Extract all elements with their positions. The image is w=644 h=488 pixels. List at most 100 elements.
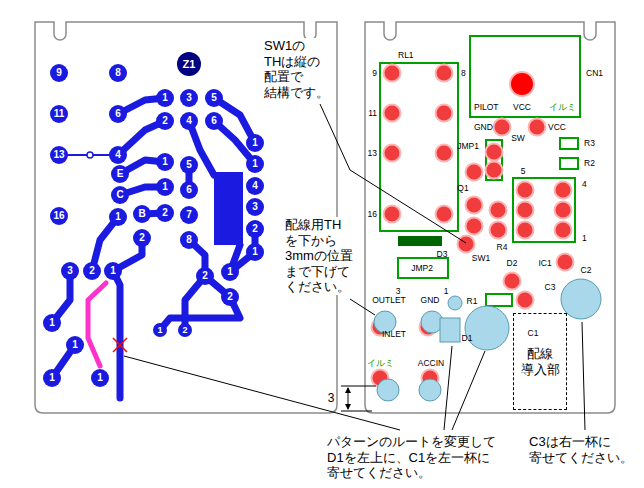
dimension-arrow bbox=[345, 404, 351, 410]
silkscreen-label: GND bbox=[421, 296, 440, 305]
through-hole-pad bbox=[555, 182, 572, 199]
copper-pad bbox=[104, 262, 122, 280]
leader-line bbox=[582, 322, 585, 430]
silkscreen-label: D2 bbox=[507, 259, 518, 268]
new-position bbox=[561, 279, 601, 319]
pin-number: 6 bbox=[186, 185, 192, 195]
silkscreen-label: R2 bbox=[584, 159, 595, 168]
silkscreen-label: OUTLET bbox=[372, 296, 406, 305]
silkscreen-label: IC1 bbox=[538, 259, 551, 268]
pin-number: 1 bbox=[72, 340, 78, 350]
silkscreen-label: 8 bbox=[461, 69, 466, 78]
through-hole-pad bbox=[494, 119, 511, 136]
pin-number: 4 bbox=[115, 150, 121, 160]
copper-pad bbox=[66, 336, 84, 354]
via-hole bbox=[87, 152, 93, 158]
pin-number: 1 bbox=[110, 266, 116, 276]
copper-pad bbox=[246, 220, 264, 238]
through-hole-pad bbox=[557, 254, 574, 271]
silkscreen-label: 9 bbox=[372, 69, 377, 78]
silkscreen-label: 4 bbox=[582, 180, 587, 189]
new-position bbox=[440, 318, 460, 342]
new-position bbox=[448, 296, 462, 310]
copper-pad bbox=[178, 323, 192, 337]
copper-pad bbox=[50, 64, 68, 82]
pin-number: 5 bbox=[211, 93, 217, 103]
pin-number: 3 bbox=[67, 266, 73, 276]
silkscreen-label: 5 bbox=[521, 167, 526, 176]
copper-pad bbox=[180, 206, 198, 224]
pin-number: 2 bbox=[139, 233, 145, 243]
through-hole-pad bbox=[490, 202, 507, 219]
pin-number: 2 bbox=[89, 266, 95, 276]
silkscreen-label: VCC bbox=[548, 123, 566, 132]
silkscreen-label: C3 bbox=[545, 283, 556, 292]
copper-pad bbox=[180, 112, 198, 130]
pin-number: 7 bbox=[186, 210, 192, 220]
pin-number: 2 bbox=[162, 116, 168, 126]
pin-number: C bbox=[116, 190, 123, 200]
copper-pad bbox=[43, 369, 61, 387]
diode-body bbox=[398, 236, 442, 246]
pin-number: 2 bbox=[202, 271, 208, 281]
pin-number: 1 bbox=[227, 267, 233, 277]
silkscreen-label: INLET bbox=[382, 330, 406, 339]
through-hole-pad bbox=[517, 292, 534, 309]
silkscreen-label: D1 bbox=[462, 334, 473, 343]
through-hole-pad bbox=[384, 206, 401, 223]
copper-trace bbox=[113, 271, 120, 398]
through-hole-pad bbox=[436, 145, 453, 162]
pin-number: 2 bbox=[162, 208, 168, 218]
through-hole-pad bbox=[466, 218, 483, 235]
pin-number: 2 bbox=[182, 326, 187, 335]
silkscreen-outline bbox=[398, 258, 448, 278]
silkscreen-outline bbox=[560, 158, 578, 169]
new-position bbox=[419, 379, 441, 401]
silkscreen-label: ACCIN bbox=[418, 359, 444, 368]
copper-pad bbox=[109, 64, 127, 82]
annotation-note: パターンのルートを変更して D1を左上に、C1を左一杯に 寄せてください。 bbox=[326, 434, 520, 481]
copper-pad bbox=[43, 314, 61, 332]
silkscreen-label: R3 bbox=[584, 139, 595, 148]
pin-number: 1 bbox=[97, 373, 103, 383]
through-hole-pad bbox=[384, 145, 401, 162]
pin-number: E bbox=[117, 169, 124, 179]
through-hole-pad bbox=[436, 105, 453, 122]
dimension-arrow bbox=[345, 387, 351, 393]
pin-number: 6 bbox=[115, 109, 121, 119]
through-hole-pad bbox=[517, 182, 534, 199]
new-route bbox=[88, 283, 106, 366]
silkscreen-label: 16 bbox=[368, 210, 377, 219]
through-hole-pad bbox=[504, 273, 521, 290]
copper-pad bbox=[156, 112, 174, 130]
copper-pad bbox=[246, 198, 264, 216]
through-hole-pad bbox=[384, 65, 401, 82]
copper-pad bbox=[50, 207, 68, 225]
pin-number: 2 bbox=[227, 292, 233, 302]
leader-line bbox=[444, 346, 452, 430]
through-hole-pad bbox=[490, 222, 507, 239]
through-hole-pad bbox=[436, 206, 453, 223]
silkscreen-label: イルミ bbox=[367, 359, 394, 368]
through-hole-pad bbox=[517, 222, 534, 239]
silkscreen-label: VCC bbox=[513, 103, 531, 112]
copper-pad bbox=[61, 262, 79, 280]
through-hole-pad bbox=[466, 164, 483, 181]
silkscreen-outline bbox=[486, 140, 502, 180]
dimension-line bbox=[341, 411, 372, 412]
through-hole-pad bbox=[555, 202, 572, 219]
cut-mark bbox=[113, 338, 127, 352]
connector-pad bbox=[510, 72, 534, 96]
copper-pad bbox=[246, 134, 264, 152]
pin-number: 1 bbox=[162, 93, 168, 103]
copper-pad bbox=[50, 146, 68, 164]
silkscreen-label: C2 bbox=[581, 266, 592, 275]
silkscreen-label: イルミ bbox=[549, 103, 576, 112]
copper-pad bbox=[180, 231, 198, 249]
silkscreen-label: 13 bbox=[368, 149, 377, 158]
copper-pad bbox=[111, 165, 129, 183]
silkscreen-label: GND bbox=[474, 123, 493, 132]
pin-number: 8 bbox=[186, 235, 192, 245]
